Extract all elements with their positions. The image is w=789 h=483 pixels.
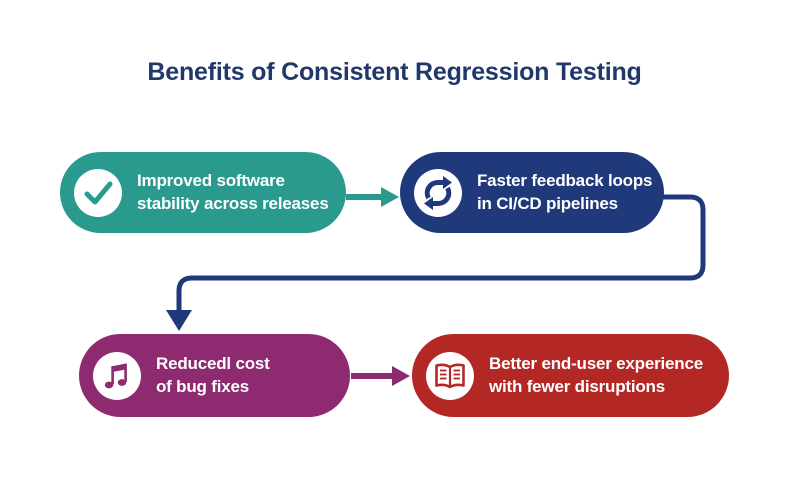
arrow-faster-to-reduced	[166, 194, 706, 331]
node-label: Improved software stability across relea…	[137, 171, 329, 213]
open-book-icon	[426, 351, 474, 400]
node-reduced-cost: Reducedl cost of bug fixes	[79, 334, 350, 417]
node-faster-feedback: Faster feedback loops in CI/CD pipelines	[400, 152, 664, 233]
node-label: Faster feedback loops in CI/CD pipelines	[477, 171, 653, 213]
page-title: Benefits of Consistent Regression Testin…	[147, 58, 642, 86]
node-label: Reducedl cost of bug fixes	[156, 354, 270, 396]
sync-icon	[414, 168, 462, 217]
arrow-improved-to-faster	[346, 187, 399, 207]
node-label: Better end-user experience with fewer di…	[489, 354, 703, 396]
node-improved-stability: Improved software stability across relea…	[60, 152, 346, 233]
arrow-reduced-to-better	[351, 366, 410, 386]
music-note-icon	[93, 351, 141, 400]
check-icon	[74, 168, 122, 217]
node-better-experience: Better end-user experience with fewer di…	[412, 334, 729, 417]
